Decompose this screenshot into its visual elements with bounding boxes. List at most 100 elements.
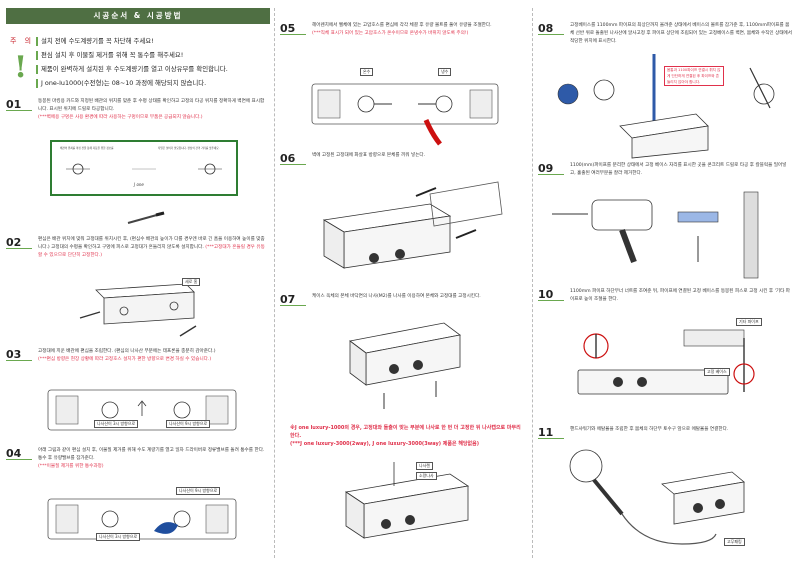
marking-card-logo: J one bbox=[134, 182, 144, 187]
step-text: 동봉된 마킹용 카드와 지정된 배관의 위치를 맞춘 후 수평 상태를 확인하고… bbox=[38, 99, 265, 112]
step-description: 아래 그림과 같이 편심 설치 후, 이물질 제거를 위해 수도 계량기를 열고… bbox=[38, 447, 268, 471]
caution-line-2: 편심 설치 후 이물질 제거를 위해 꼭 통수를 해주세요! bbox=[36, 51, 183, 60]
step-07-note: ※J one luxury-1000의 경우, 고정대와 돌출이 맞는 부분에 … bbox=[280, 424, 528, 564]
step-text: 편심은 배관 위치에 맞춰 고정대를 위치시킨 후, (편심수 배관의 높이가 … bbox=[38, 237, 265, 250]
bracket-drawing: 세로 홈 bbox=[76, 278, 206, 340]
pipe-label: 기타 파이프 bbox=[736, 318, 762, 326]
step-number: 06 bbox=[280, 152, 296, 165]
step-description: 헤어렌치에서 벨체에 있는 고압호스를 편심에 각각 체결 후 유량 볼트를 풀… bbox=[312, 22, 526, 38]
step-description: 편심은 배관 위치에 맞춰 고정대를 위치시킨 후, (편심수 배관의 높이가 … bbox=[38, 236, 268, 260]
step-05: 05 헤어렌치에서 벨체에 있는 고압호스를 편심에 각각 체결 후 유량 볼트… bbox=[280, 22, 528, 150]
thread-3-label: 나사산이 3시 방향으로 bbox=[96, 533, 141, 541]
pipe-note-box: 몸통과 1100파이프 연결시 튀지 않게 단단하게 연결된 후 파이프와 흔들… bbox=[664, 66, 724, 86]
hose-connection-drawing: 온수 냉수 bbox=[310, 68, 500, 146]
step-description: 케이스 옥체의 본체 바닥면의 나사(M2)를 나사를 이용하여 본체와 고정대… bbox=[312, 294, 481, 299]
eccentric-drawing: 나사산이 3시 방향으로 나사산이 9시 방향으로 bbox=[42, 386, 242, 438]
step-number: 05 bbox=[280, 22, 296, 35]
column-divider bbox=[532, 8, 533, 558]
cap-label: 소량나사 bbox=[416, 472, 437, 480]
base-label: 고정 베이스 bbox=[704, 368, 730, 376]
divider bbox=[538, 174, 564, 175]
cold-water-label: 냉수 bbox=[438, 68, 452, 76]
step-number: 04 bbox=[6, 447, 22, 460]
step-note: (***직체 표시가 되어 있는 고압호스가 온수이므로 온냉수가 바뀌지 않도… bbox=[312, 31, 469, 36]
divider bbox=[6, 459, 32, 460]
divider bbox=[6, 360, 32, 361]
thread-9-label: 나사산이 9시 방향으로 bbox=[176, 487, 221, 495]
step-note: (***벽에용 구멍은 사용 환경에 따라 사용하는 구멍이므로 부품은 공급되… bbox=[38, 115, 203, 120]
column-2: 05 헤어렌치에서 벨체에 있는 고압호스를 편심에 각각 체결 후 유량 볼트… bbox=[280, 0, 528, 566]
drill-bit-icon bbox=[126, 210, 166, 224]
rubber-packing-label: 고무패킹 bbox=[724, 538, 745, 546]
page-title: 시공순서 & 시공방법 bbox=[6, 8, 270, 24]
step-description: 1100(mm)파이프를 분리한 상태에서 고정 베이스 자리를 표시한 곳을 … bbox=[570, 163, 787, 176]
step-description: 동봉된 마킹용 카드와 지정된 배관의 위치를 맞춘 후 수평 상태를 확인하고… bbox=[38, 98, 268, 122]
step-07: 07 케이스 옥체의 본체 바닥면의 나사(M2)를 나사를 이용하여 본체와 … bbox=[280, 293, 528, 419]
step-02: 02 편심은 배관 위치에 맞춰 고정대를 위치시킨 후, (편심수 배관의 높… bbox=[6, 236, 270, 344]
step-number: 07 bbox=[280, 293, 296, 306]
screw-fix-drawing bbox=[340, 311, 470, 415]
caution-line-1: 설치 전에 수도계량기를 꼭 차단해 주세요! bbox=[36, 37, 154, 46]
caution-label: 주 의 bbox=[10, 37, 35, 45]
step-number: 03 bbox=[6, 348, 22, 361]
divider bbox=[280, 305, 306, 306]
step-04: 04 아래 그림과 같이 편심 설치 후, 이물질 제거를 위해 수도 계량기를… bbox=[6, 447, 270, 563]
column-1: 시공순서 & 시공방법 주 의 ! 설치 전에 수도계량기를 꼭 차단해 주세요… bbox=[6, 0, 270, 566]
step-note: (***이물질 제거를 위한 통수과정) bbox=[38, 464, 104, 469]
divider bbox=[6, 110, 32, 111]
step-09: 09 1100(mm)파이프를 분리한 상태에서 고정 베이스 자리를 표시한 … bbox=[538, 162, 794, 284]
thread-9-label: 나사산이 9시 방향으로 bbox=[166, 420, 211, 428]
divider bbox=[280, 34, 306, 35]
column-3: 08 고정베이스를 1100mm 파이프의 최상단까지 올려준 상태에서 베이스… bbox=[538, 0, 794, 566]
step-text: 헤어렌치에서 벨체에 있는 고압호스를 편심에 각각 체결 후 유량 볼트를 풀… bbox=[312, 23, 492, 28]
step-10: 10 1100mm 파이프 하단무너 너트를 조여준 뒤, 파이프에 연결된 고… bbox=[538, 288, 794, 422]
step-description: 고정베이스를 1100mm 파이프의 최상단까지 올려준 상태에서 베이스의 볼… bbox=[570, 23, 793, 44]
step-06: 06 벽에 고정된 고정대에 화살표 방향으로 본체를 끼워 넣는다. bbox=[280, 152, 528, 290]
divider bbox=[538, 34, 564, 35]
step-note: (***편심 방향은 현장 상황에 따라 고정호스 설치가 편한 방향으로 변경… bbox=[38, 357, 212, 362]
step-number: 09 bbox=[538, 162, 554, 175]
divider bbox=[6, 248, 32, 249]
marking-card: 배관의 위치를 마킹 전을 통해 자동을 위한 정보를 타일은 설비가 필요합니… bbox=[50, 140, 238, 196]
step-number: 01 bbox=[6, 98, 22, 111]
luxury-note-line-2: (***J one luxury-3000(2way), J one luxur… bbox=[290, 441, 480, 447]
thread-3-label: 나사산이 3시 방향으로 bbox=[94, 420, 139, 428]
cap-drawing: 나사렌 소량나사 bbox=[340, 462, 490, 558]
drilling-drawing bbox=[548, 191, 788, 279]
screw-label: 나사렌 bbox=[416, 462, 434, 470]
step-11: 11 핸드샤워기와 에탈율을 조립한 후 몸체의 하단부 토수구 앞으로 에탈율… bbox=[538, 426, 794, 562]
step-note: (***고정대가 흔들릴 경우 유동할 수 있으므로 단단히 고정한다.) bbox=[38, 245, 265, 258]
divider bbox=[538, 438, 564, 439]
step-number: 11 bbox=[538, 426, 554, 439]
slot-label: 세로 홈 bbox=[182, 278, 201, 286]
step-text: 아래 그림과 같이 편심 설치 후, 이물질 제거를 위해 수도 계량기를 열고… bbox=[38, 448, 265, 461]
step-01: 01 동봉된 마킹용 카드와 지정된 배관의 위치를 맞춘 후 수평 상태를 확… bbox=[6, 98, 270, 233]
body-insert-drawing bbox=[320, 174, 510, 286]
column-divider bbox=[274, 8, 275, 558]
step-number: 08 bbox=[538, 22, 554, 35]
step-description: 고정대에 끼운 배관에 편심을 조립한다. (편심의 나사산 부분에는 테프론을… bbox=[38, 348, 268, 364]
step-number: 02 bbox=[6, 236, 22, 249]
step-text: 고정대에 끼운 배관에 편심을 조립한다. (편심의 나사산 부분에는 테프론을… bbox=[38, 349, 216, 354]
step-description: 핸드샤워기와 에탈율을 조립한 후 몸체의 하단부 토수구 앞으로 에탈율을 연… bbox=[570, 427, 729, 432]
marking-card-title: 배관의 위치를 마킹 전을 통해 자동을 위한 정보를 bbox=[60, 147, 114, 150]
pipe-base-drawing: 몸통과 1100파이프 연결시 튀지 않게 단단하게 연결된 후 파이프와 흔들… bbox=[546, 54, 786, 159]
step-number: 10 bbox=[538, 288, 554, 301]
luxury-note-line-1: ※J one luxury-1000의 경우, 고정대와 돌출이 맞는 부분에 … bbox=[290, 425, 521, 439]
divider bbox=[538, 300, 564, 301]
hot-water-label: 온수 bbox=[360, 68, 374, 76]
caution-line-3: 제품이 완벽하게 설치된 후 수도계량기를 열고 이상유무를 확인합니다. bbox=[36, 65, 228, 74]
marking-card-right-title: 타일은 설비가 필요합니다. 편심의 간격 거리를 맞추세요. bbox=[158, 147, 220, 150]
hand-shower-drawing: 고무패킹 bbox=[562, 444, 772, 556]
marking-card-drawing bbox=[66, 163, 222, 175]
step-08: 08 고정베이스를 1100mm 파이프의 최상단까지 올려준 상태에서 베이스… bbox=[538, 22, 794, 160]
step-03: 03 고정대에 끼운 배관에 편심을 조립한다. (편심의 나사산 부분에는 테… bbox=[6, 348, 270, 444]
step-description: 1100mm 파이프 하단무너 너트를 조여준 뒤, 파이프에 연결된 고정 베… bbox=[570, 289, 791, 302]
step-description: 벽에 고정된 고정대에 화살표 방향으로 본체를 끼워 넣는다. bbox=[312, 153, 426, 158]
warning-icon: ! bbox=[14, 50, 28, 85]
height-adjust-drawing: 기타 파이프 고정 베이스 bbox=[568, 314, 768, 418]
luxury-note: ※J one luxury-1000의 경우, 고정대와 돌출이 맞는 부분에 … bbox=[290, 424, 522, 448]
divider bbox=[280, 164, 306, 165]
caution-line-4: J one-lu1000(수전형)는 08~10 과정에 해당되지 않습니다. bbox=[36, 79, 206, 88]
flushing-drawing: 나사산이 3시 방향으로 나사산이 9시 방향으로 bbox=[42, 485, 242, 553]
